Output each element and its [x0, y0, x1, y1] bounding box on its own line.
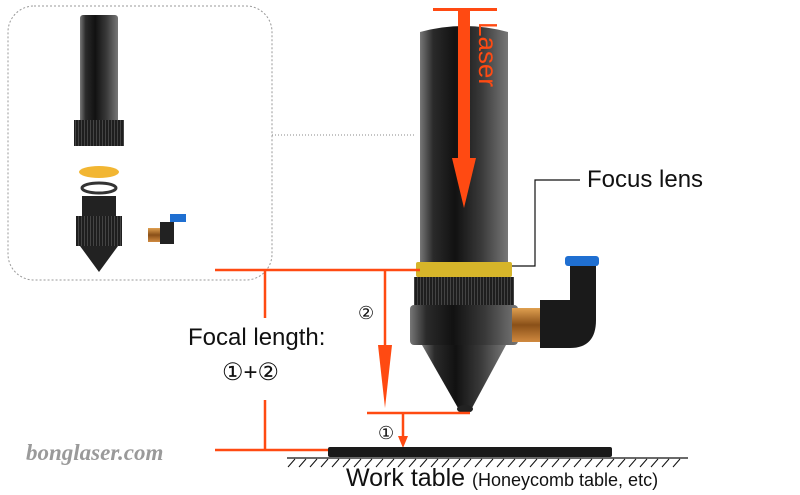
- work-table-note: (Honeycomb table, etc): [471, 470, 659, 490]
- hatch-mark: [650, 458, 659, 468]
- hatch-mark: [320, 458, 329, 468]
- hatch-mark: [386, 458, 395, 468]
- hatch-mark: [540, 458, 549, 468]
- hatch-mark: [496, 458, 505, 468]
- hatch-mark: [309, 458, 318, 468]
- hatch-mark: [584, 458, 593, 468]
- focus-lens-leader-line: [512, 179, 580, 267]
- work-table: [287, 447, 688, 468]
- hatch-mark: [441, 458, 450, 468]
- work-table-title: Work table: [346, 464, 466, 492]
- hatch-mark: [606, 458, 615, 468]
- hatch-mark: [617, 458, 626, 468]
- work-table-label: Work table (Honeycomb table, etc): [346, 464, 658, 493]
- hatch-mark: [375, 458, 384, 468]
- hatch-mark: [364, 458, 373, 468]
- exploded-view-inset: [7, 5, 273, 281]
- focal-length-label: Focal length:: [188, 324, 326, 351]
- laser-head: [410, 26, 599, 413]
- hatch-mark: [298, 458, 307, 468]
- hatch-mark: [551, 458, 560, 468]
- hatch-mark: [397, 458, 406, 468]
- hatch-mark: [287, 458, 296, 468]
- watermark: bonglaser.com: [26, 440, 164, 465]
- hatch-mark: [661, 458, 670, 468]
- hatch-mark: [529, 458, 538, 468]
- hatch-mark: [672, 458, 681, 468]
- hatch-mark: [485, 458, 494, 468]
- hatch-mark: [463, 458, 472, 468]
- hatch-mark: [639, 458, 648, 468]
- hatch-mark: [430, 458, 439, 468]
- distance-two-arrowhead: [378, 345, 392, 408]
- hatch-mark: [342, 458, 351, 468]
- focal-length-dimensions: [215, 268, 470, 452]
- hatch-mark: [353, 458, 362, 468]
- hatch-mark: [408, 458, 417, 468]
- hatch-mark: [507, 458, 516, 468]
- hatch-mark: [573, 458, 582, 468]
- hatch-mark: [419, 458, 428, 468]
- focus-lens-label: Focus lens: [587, 166, 704, 193]
- hatch-mark: [331, 458, 340, 468]
- focal-formula-label: ①+②: [222, 359, 280, 386]
- laser-beam-arrow: [433, 8, 497, 208]
- marker-two-label: ②: [358, 303, 375, 323]
- hatch-mark: [595, 458, 604, 468]
- hatch-mark: [474, 458, 483, 468]
- marker-one-label: ①: [378, 423, 395, 443]
- laser-label: Laser: [473, 22, 503, 88]
- hatch-mark: [562, 458, 571, 468]
- hatch-mark: [628, 458, 637, 468]
- hatch-mark: [452, 458, 461, 468]
- distance-one-arrowhead: [398, 436, 408, 448]
- hatch-mark: [518, 458, 527, 468]
